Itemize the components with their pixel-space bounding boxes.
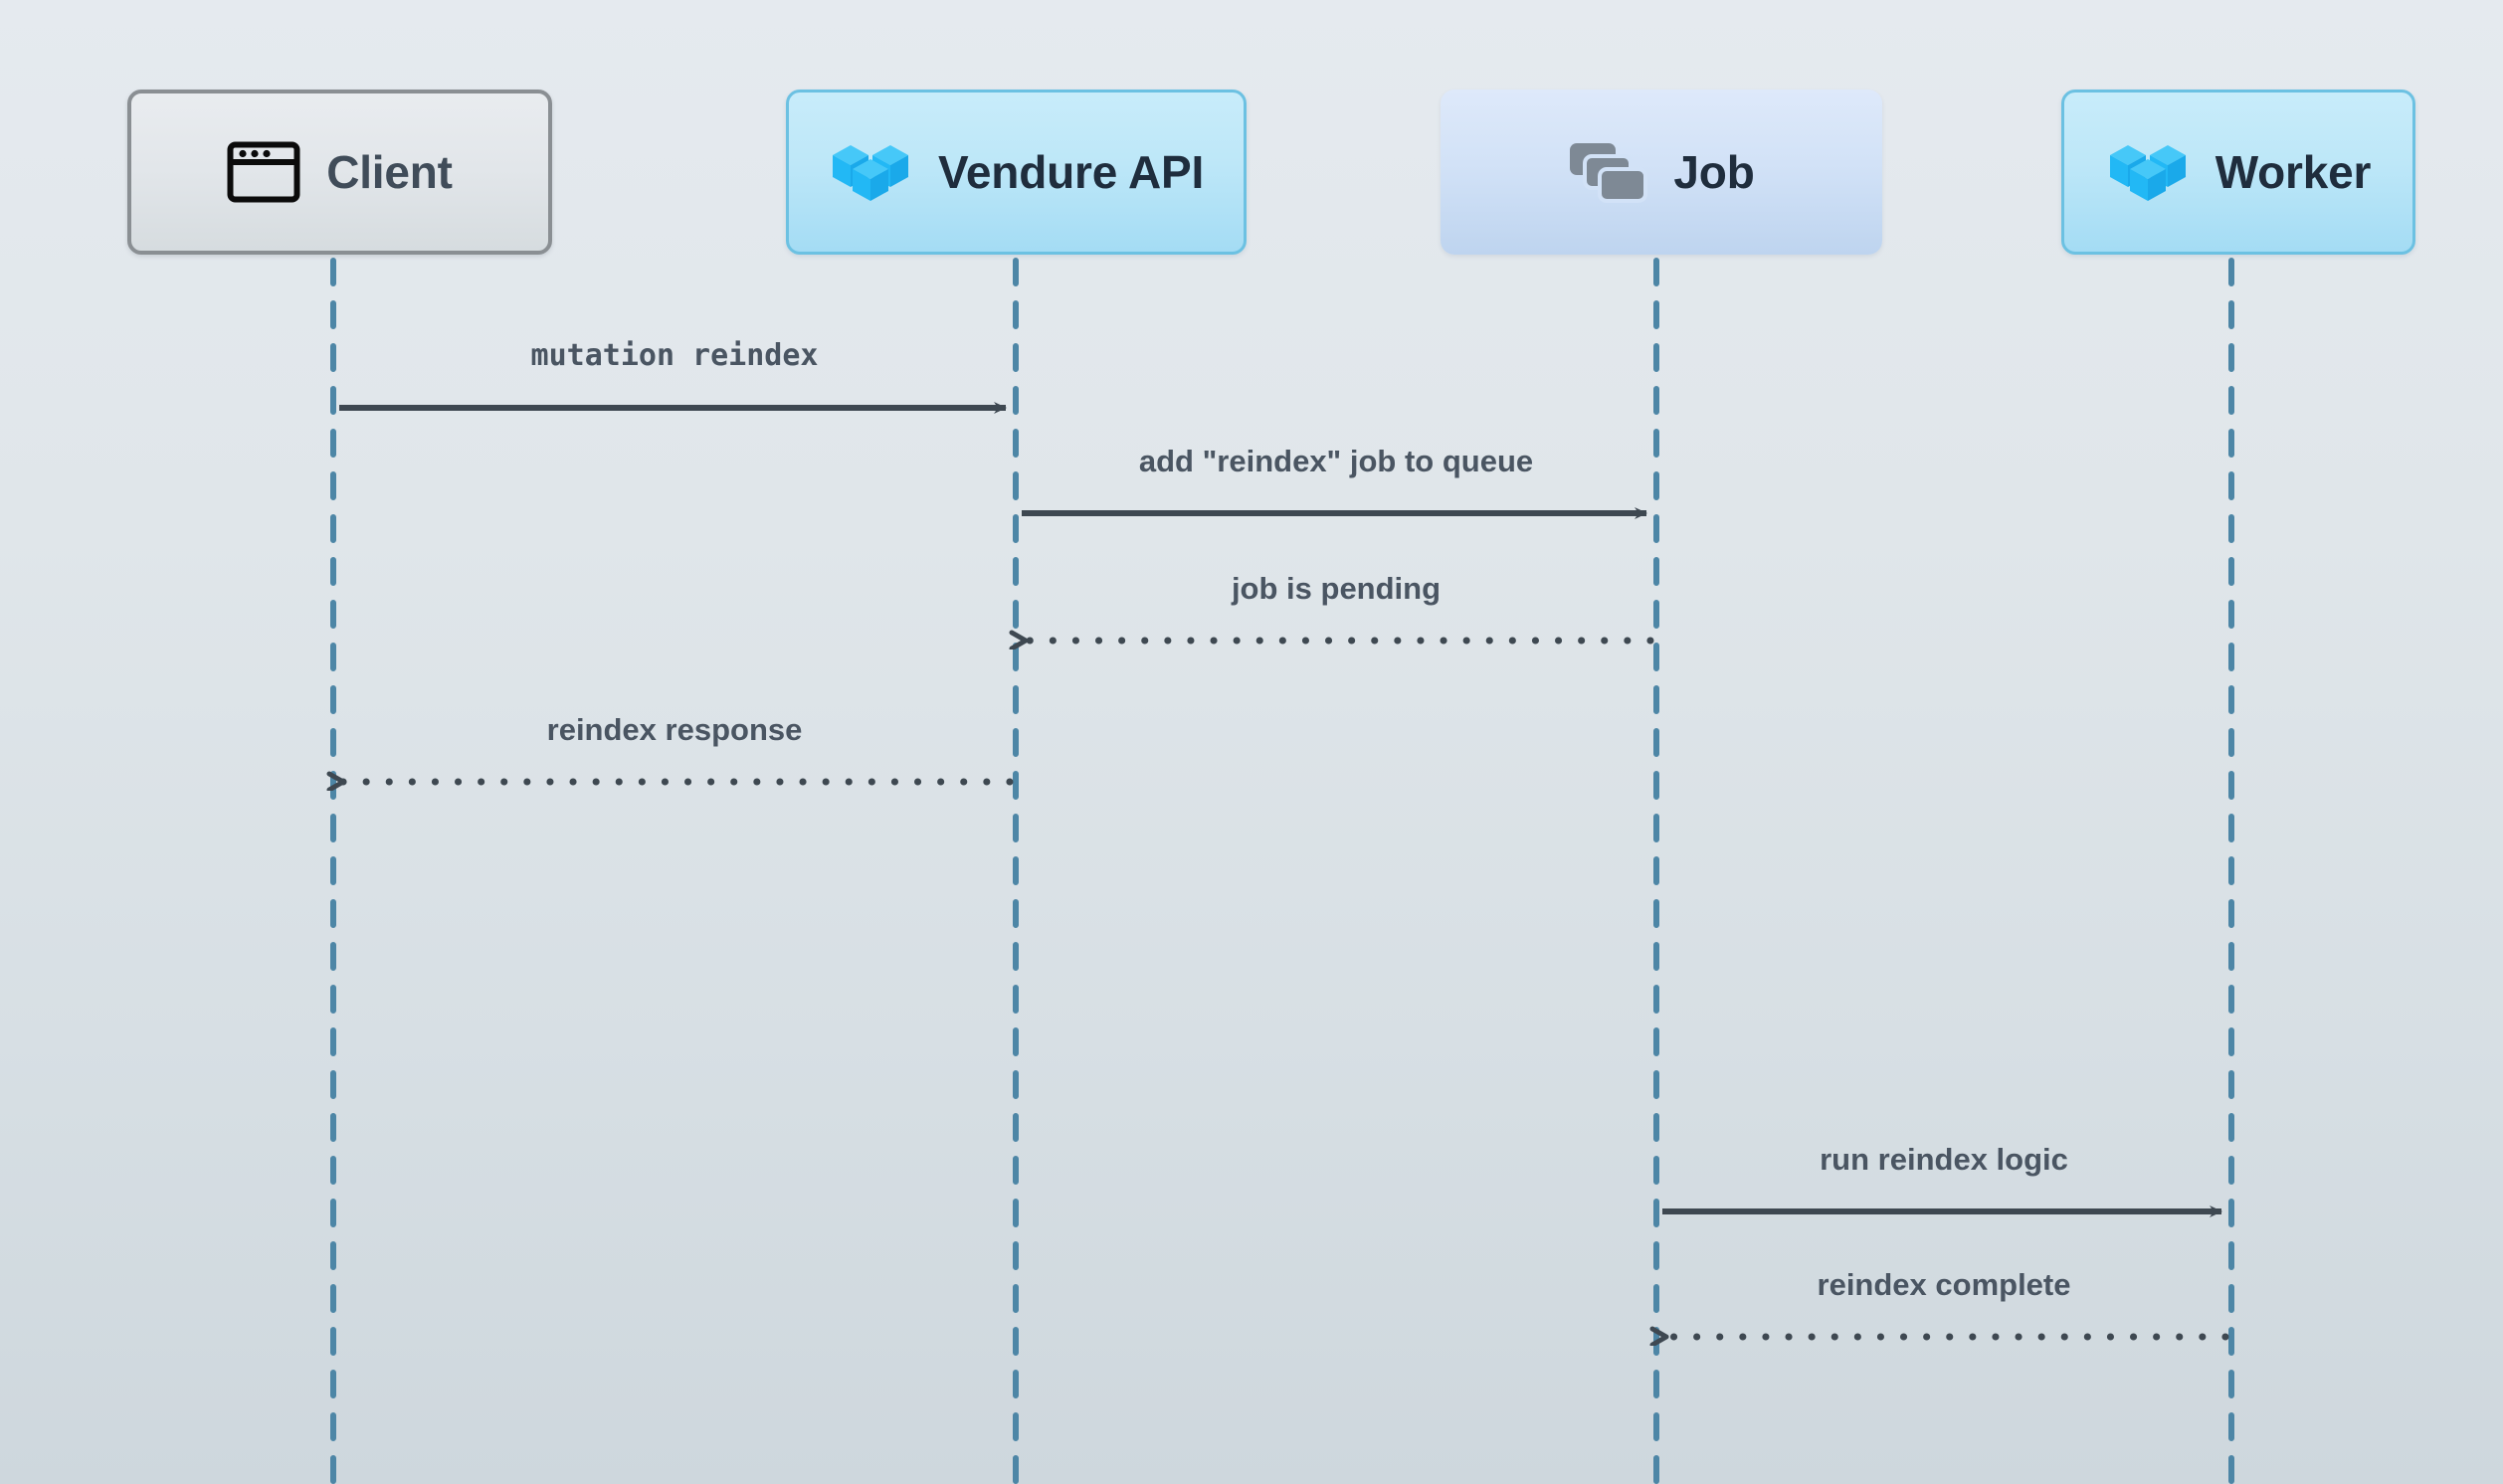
browser-window-icon — [227, 141, 300, 203]
message-arrows-group — [339, 402, 2229, 1337]
participant-label-client: Client — [326, 146, 453, 198]
participant-box-worker[interactable]: Worker — [2061, 90, 2415, 255]
message-label-3: job is pending — [1231, 571, 1442, 606]
lifelines-group — [330, 258, 2234, 1484]
participant-box-vendure-api[interactable]: Vendure API — [786, 90, 1247, 255]
vendure-cubes-icon — [2106, 139, 2190, 205]
message-label-6: reindex complete — [1817, 1267, 2071, 1302]
participant-box-job[interactable]: Job — [1441, 90, 1882, 255]
message-label-2: add "reindex" job to queue — [1138, 444, 1534, 478]
message-label-5: run reindex logic — [1820, 1142, 2068, 1177]
participant-label-job: Job — [1673, 146, 1755, 198]
vendure-cubes-icon — [829, 139, 912, 205]
stacked-cards-icon — [1568, 139, 1648, 205]
participant-label-worker: Worker — [2214, 146, 2372, 198]
participant-box-client[interactable]: Client — [127, 90, 552, 255]
message-label-4: reindex response — [546, 712, 803, 747]
participant-label-vendure-api: Vendure API — [937, 146, 1205, 198]
message-label-1: mutation reindex — [530, 338, 819, 373]
